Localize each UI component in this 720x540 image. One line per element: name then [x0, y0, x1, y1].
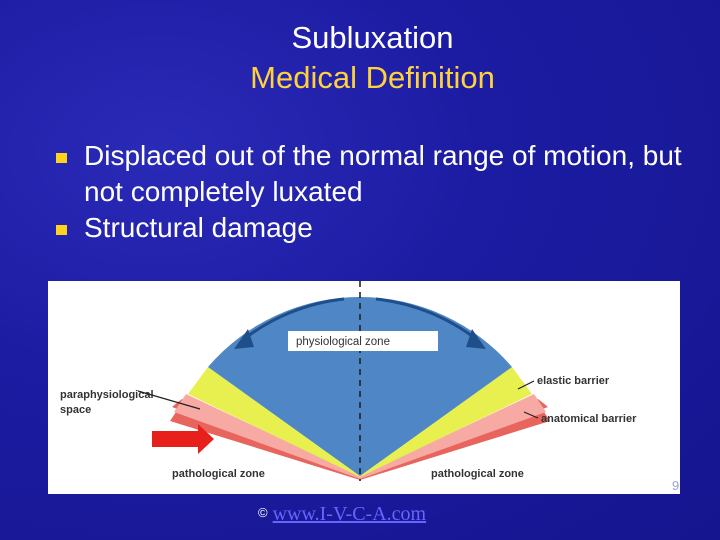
bullet-item: Displaced out of the normal range of mot… — [56, 138, 696, 210]
bullet-square-icon — [56, 153, 67, 163]
subtitle-line: Medical Definition — [0, 58, 720, 98]
elastic-barrier-label: elastic barrier — [537, 375, 610, 387]
title-line: Subluxation — [0, 18, 720, 58]
slide-number: 9 — [672, 478, 679, 493]
slide-title: Subluxation Medical Definition — [0, 18, 720, 98]
footer: © www.I-V-C-A.com — [258, 503, 426, 526]
bullet-text: Structural damage — [84, 212, 313, 243]
bullet-item: Structural damage — [56, 210, 696, 246]
pathological-zone-left-label: pathological zone — [172, 468, 265, 480]
bullet-text: Displaced out of the normal range of mot… — [84, 140, 682, 207]
pathological-zone-right-label: pathological zone — [431, 468, 524, 480]
copyright-symbol: © — [258, 505, 268, 520]
website-link[interactable]: www.I-V-C-A.com — [273, 503, 427, 525]
paraphysiological-label: paraphysiological — [60, 389, 154, 401]
bullet-square-icon — [56, 225, 67, 235]
physiological-zone-label: physiological zone — [296, 336, 390, 348]
diagram-svg: physiological zone paraphysiological spa… — [48, 281, 680, 494]
anatomical-barrier-label: anatomical barrier — [541, 413, 637, 425]
range-of-motion-diagram: physiological zone paraphysiological spa… — [48, 281, 680, 494]
bullet-list: Displaced out of the normal range of mot… — [56, 138, 696, 246]
paraphysiological-label-line2: space — [60, 404, 91, 416]
